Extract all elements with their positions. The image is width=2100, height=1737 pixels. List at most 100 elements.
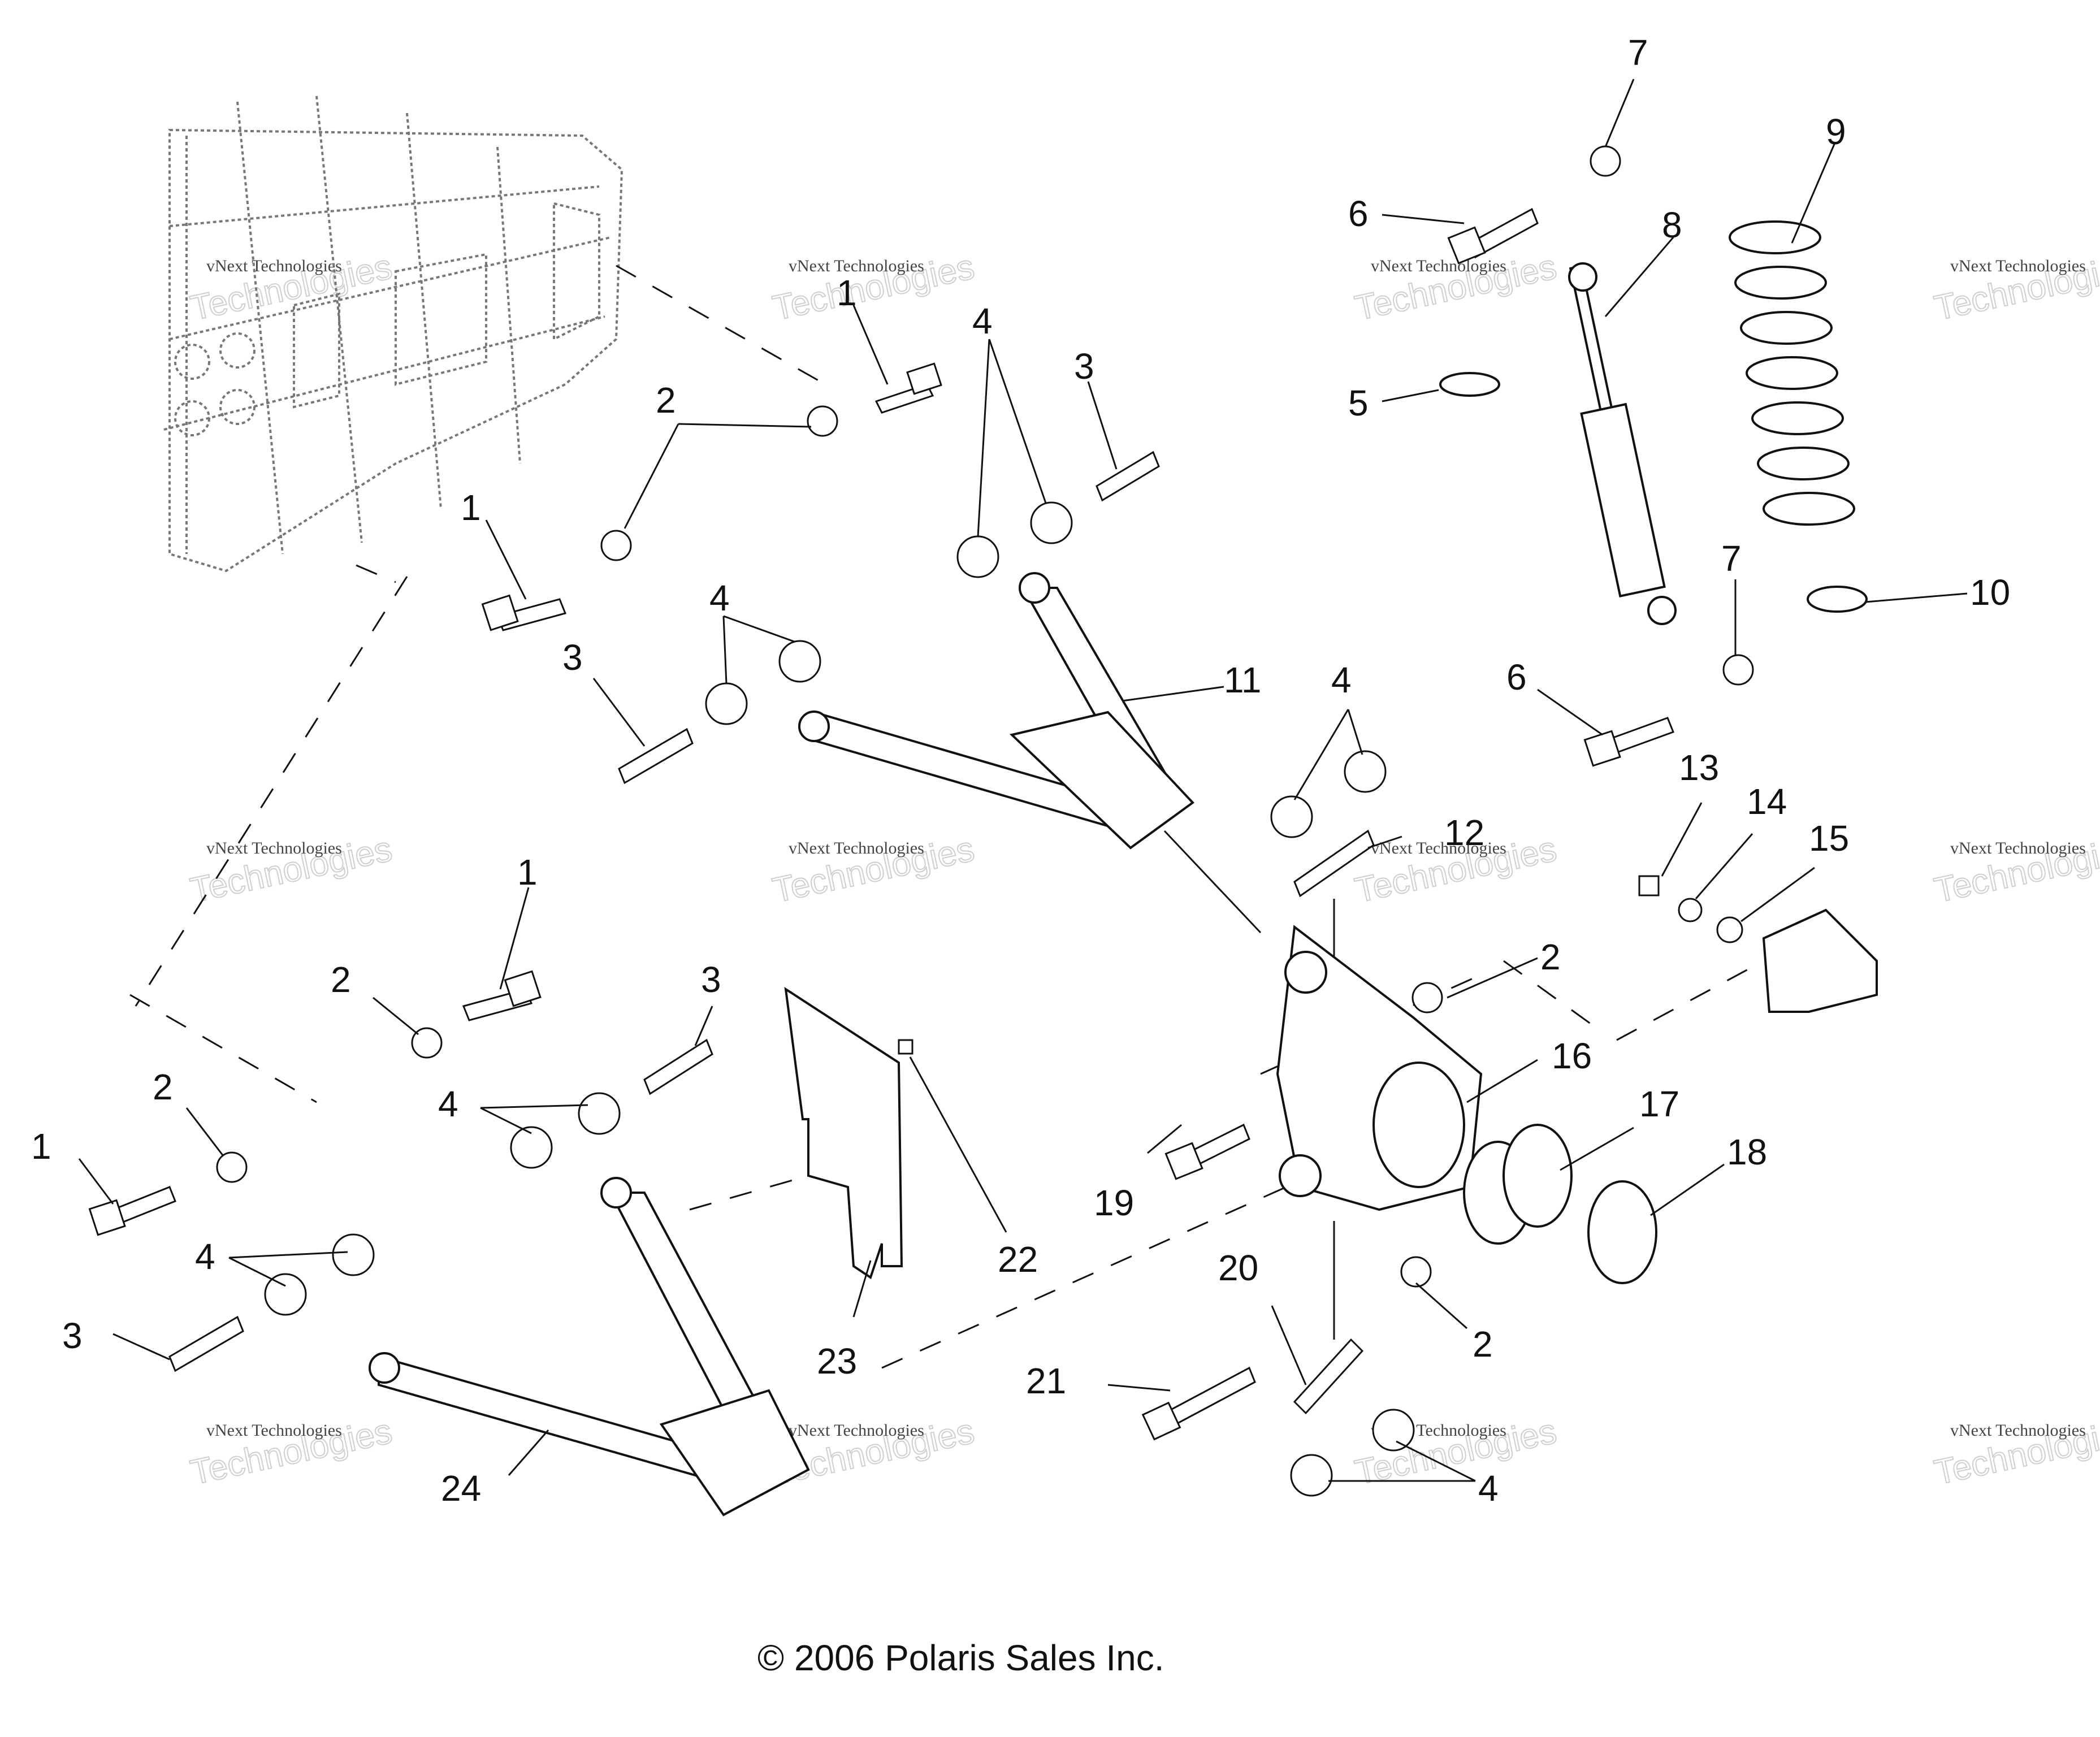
callout: 3	[562, 637, 583, 678]
callouts: 7 9 6 8 1 5 2 3 4 1 7 10 4 3 11 6 4 13 1…	[31, 32, 2010, 1509]
pin	[1096, 451, 1160, 502]
chassis-frame-ghost	[163, 96, 623, 573]
callout: 1	[31, 1126, 51, 1167]
callout: 6	[1506, 657, 1527, 698]
snap-ring	[1587, 1180, 1657, 1284]
callout: 14	[1747, 781, 1787, 822]
callout: 17	[1639, 1084, 1679, 1124]
callout: 4	[1478, 1468, 1499, 1509]
upper-a-arm	[798, 572, 1195, 850]
copyright-text: © 2006 Polaris Sales Inc.	[757, 1638, 1164, 1678]
watermark: Technologies vNext Technologies	[187, 1411, 396, 1493]
knuckle	[1276, 925, 1483, 1211]
callout: 4	[1331, 660, 1352, 700]
callout: 2	[1540, 937, 1561, 977]
bolt	[898, 1039, 913, 1055]
callout: 12	[1444, 812, 1484, 853]
spring-retainer	[1807, 586, 1868, 613]
callout: 1	[517, 852, 538, 893]
bolt	[481, 594, 567, 631]
callout: 4	[438, 1084, 458, 1124]
callout: 21	[1026, 1361, 1066, 1401]
callout: 4	[972, 301, 993, 341]
bolt	[1141, 1366, 1256, 1441]
watermark-text: vNext Technologies	[206, 257, 342, 275]
bolt	[462, 970, 542, 1021]
callout: 7	[1721, 538, 1742, 579]
brake-caliper	[1762, 908, 1878, 1013]
washer	[1716, 916, 1743, 943]
washer	[1439, 372, 1500, 397]
callout: 24	[441, 1468, 481, 1509]
bushing	[1270, 750, 1387, 838]
pin	[1293, 829, 1375, 898]
bushing	[956, 501, 1073, 578]
parts	[88, 145, 1878, 1517]
watermark-text: vNext Technologies	[206, 839, 342, 857]
bolt	[1164, 1123, 1250, 1180]
nut	[216, 1151, 248, 1183]
bushing	[264, 1233, 375, 1316]
skid-plate	[784, 986, 903, 1280]
watermark: Technologies vNext Technologies	[769, 829, 978, 911]
callout: 4	[709, 578, 730, 618]
washer	[1678, 898, 1703, 922]
watermark-text: vNext Technologies	[1950, 1421, 2086, 1440]
bolt	[874, 362, 942, 414]
nut	[600, 530, 632, 561]
callout: 3	[701, 959, 721, 1000]
callout: 9	[1826, 111, 1846, 152]
watermark-text: vNext Technologies	[789, 839, 924, 857]
pin	[1293, 1338, 1364, 1415]
callout: 2	[331, 959, 351, 1000]
callout: 1	[461, 487, 481, 528]
nut	[411, 1027, 443, 1059]
callout: 18	[1727, 1132, 1767, 1172]
callout: 13	[1679, 747, 1719, 788]
bushing	[705, 640, 821, 725]
coil-spring	[1729, 220, 1855, 526]
lower-a-arm	[369, 1177, 810, 1517]
callout: 2	[656, 380, 676, 421]
watermark-text: vNext Technologies	[789, 1421, 924, 1440]
callout: 2	[153, 1067, 173, 1107]
callout: 23	[817, 1341, 857, 1381]
callout: 3	[1074, 346, 1094, 387]
watermark: Technologies vNext Technologies	[1351, 247, 1560, 329]
watermark: Technologies vNext Technologies	[1930, 829, 2100, 911]
watermark-text: vNext Technologies	[206, 1421, 342, 1440]
callout: 3	[62, 1315, 83, 1356]
nut	[1400, 1256, 1432, 1288]
callout: 5	[1348, 383, 1369, 423]
watermark-text: vNext Technologies	[1950, 257, 2086, 275]
callout: 1	[837, 272, 857, 313]
callout: 16	[1552, 1036, 1592, 1076]
callout: 2	[1473, 1324, 1493, 1365]
bearing	[1463, 1124, 1573, 1245]
callout: 6	[1348, 193, 1369, 234]
pin	[618, 727, 694, 785]
callout: 7	[1628, 32, 1648, 73]
callout: 11	[1224, 660, 1261, 700]
shock-absorber	[1568, 262, 1677, 625]
nut	[807, 405, 838, 437]
leader-lines	[78, 79, 1968, 1482]
bolt	[88, 1186, 176, 1236]
callout: 8	[1662, 205, 1682, 245]
watermark-text: vNext Technologies	[1371, 839, 1506, 857]
callout: 19	[1094, 1182, 1134, 1223]
nut	[1722, 654, 1754, 686]
watermark: Technologies vNext Technologies	[1930, 1411, 2100, 1493]
watermark: Technologies vNext Technologies	[1930, 247, 2100, 329]
bolt	[1638, 875, 1660, 896]
callout: 22	[998, 1239, 1038, 1280]
callout: 10	[1970, 572, 2010, 613]
pin	[643, 1038, 713, 1095]
bushing	[1290, 1409, 1415, 1497]
watermark-text: vNext Technologies	[1950, 839, 2086, 857]
callout: 20	[1218, 1247, 1258, 1288]
callout: 4	[195, 1236, 215, 1277]
pin	[168, 1315, 244, 1372]
bolt	[1447, 207, 1539, 265]
